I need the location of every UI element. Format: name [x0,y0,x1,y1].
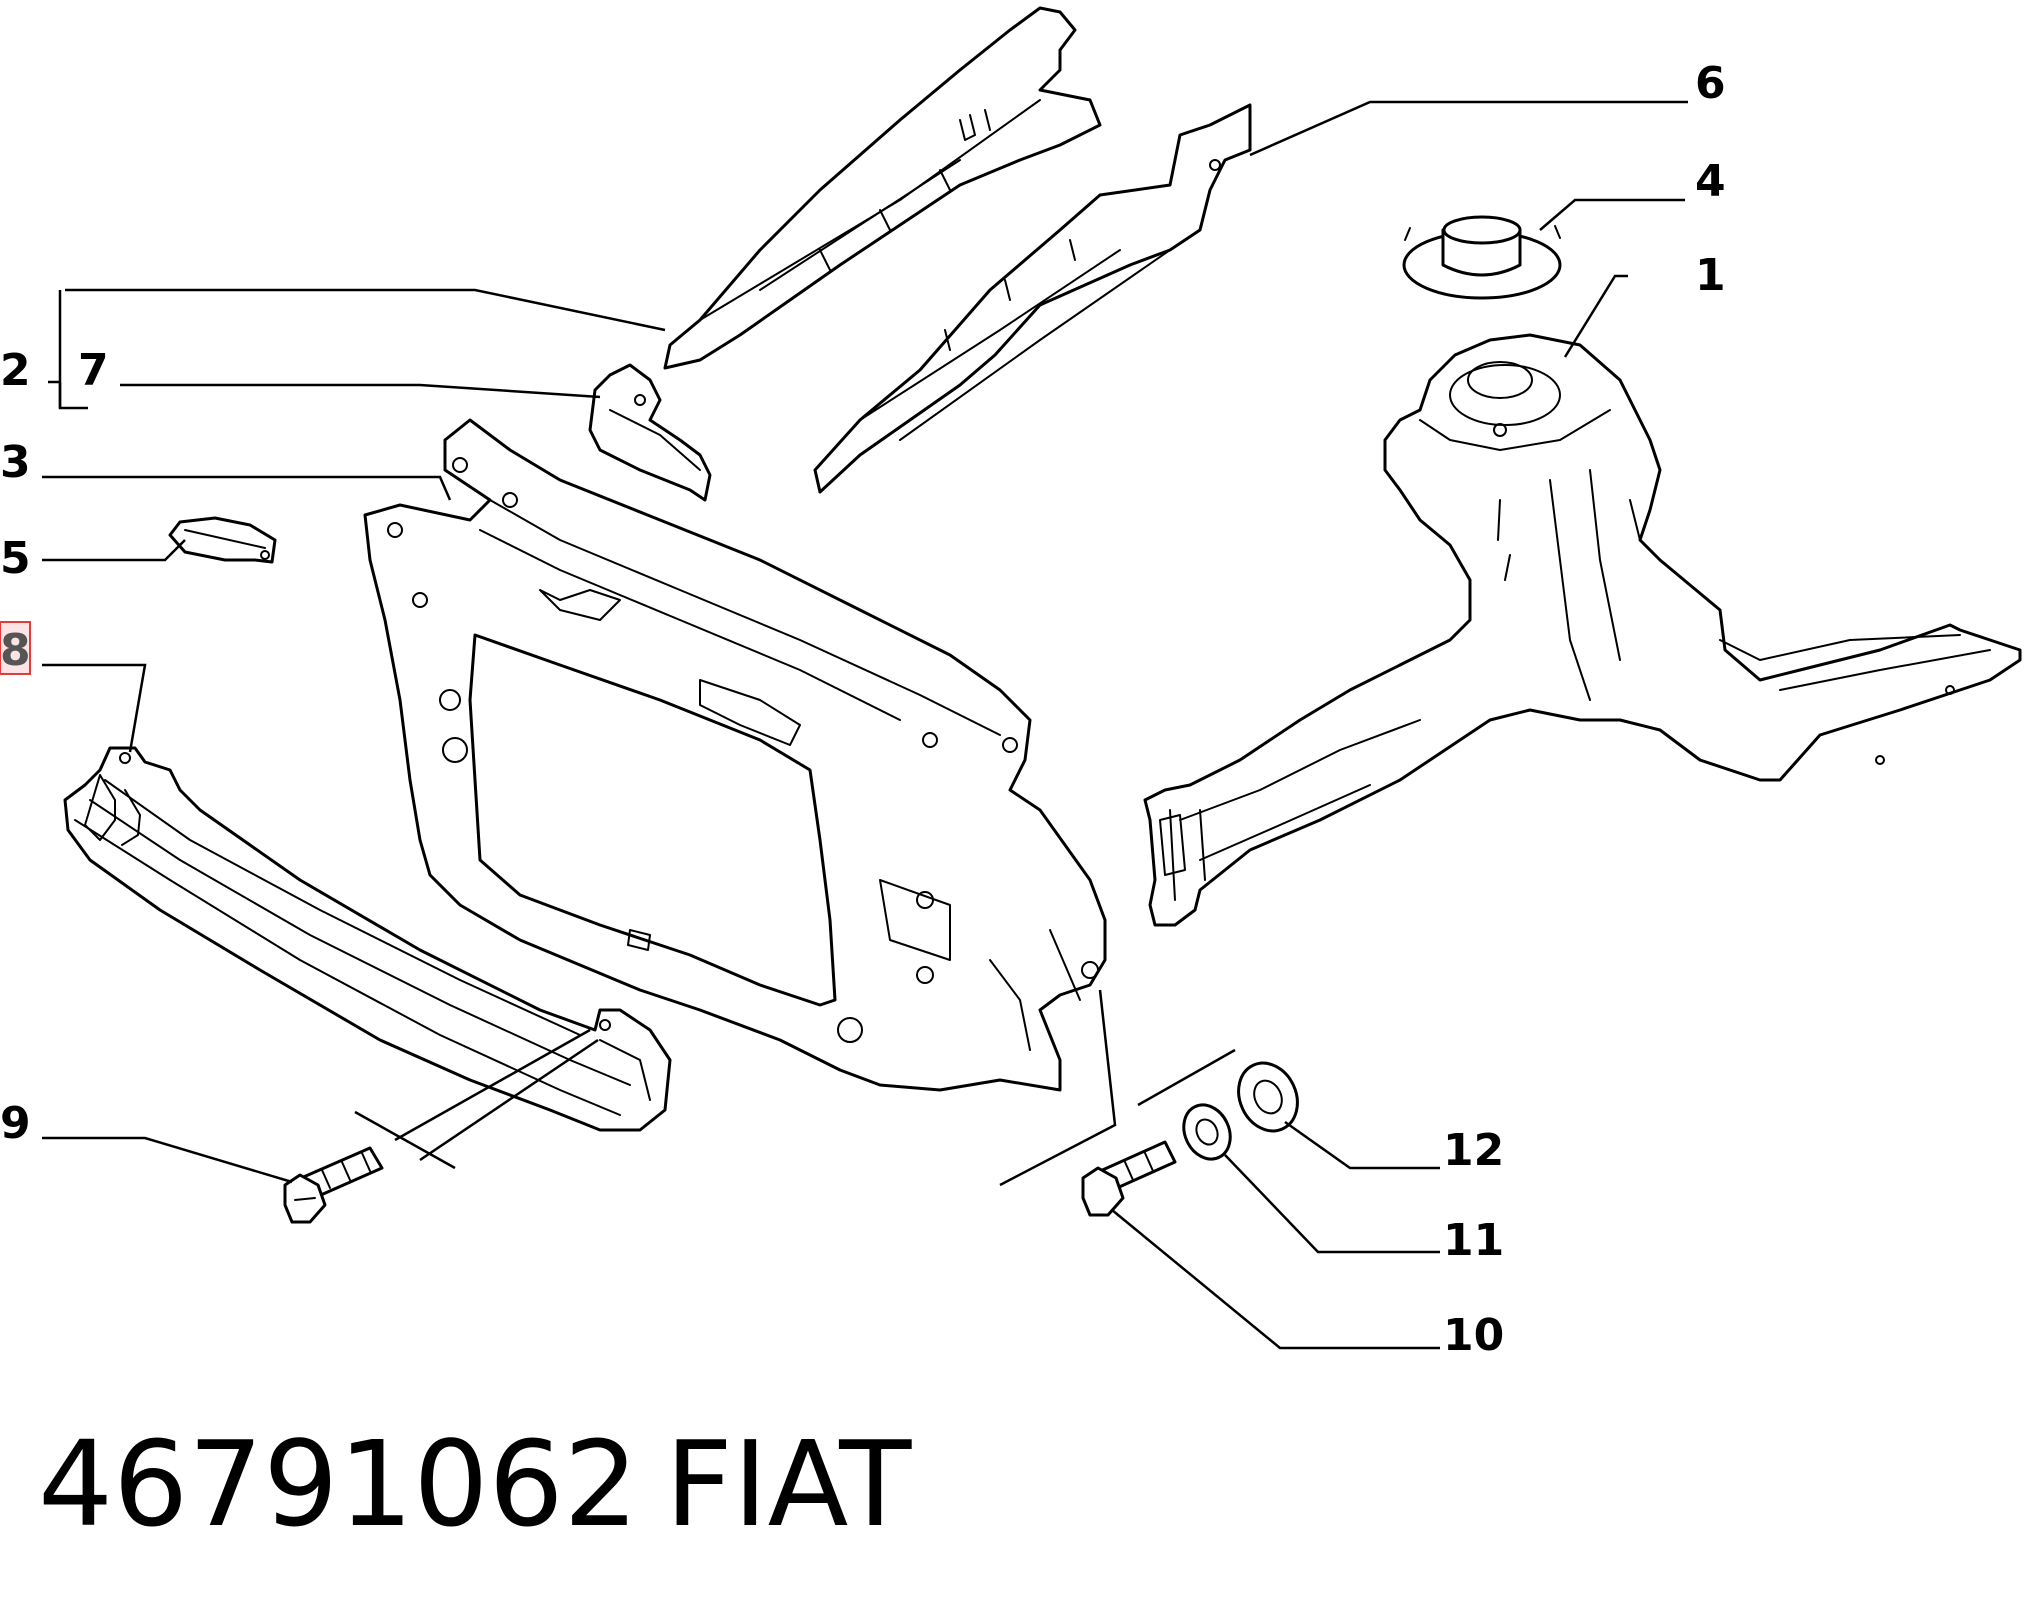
brand-name: FIAT [665,1415,912,1553]
callout-12: 12 [1443,1125,1504,1176]
part-1-wheelhouse-assembly [1143,333,2022,927]
part-12-washer [1237,1061,1299,1133]
part-11-washer [1182,1103,1232,1161]
caption: 46791062 FIAT [38,1415,912,1553]
callout-labels: 1 4 6 2 7 3 5 8 9 12 11 10 [0,58,1726,1361]
callout-4: 4 [1695,156,1726,207]
callout-11: 11 [1443,1215,1504,1266]
leader-lines [42,100,1688,1350]
part-7-bracket [588,363,712,502]
part-8-crossmember [63,746,672,1132]
callout-7: 7 [78,345,109,396]
part-9-bolt [283,1146,384,1224]
callout-6: 6 [1695,58,1726,109]
part-4-top-mount [1402,215,1562,300]
part-10-bolt [1081,1140,1177,1217]
part-3-front-panel [363,418,1107,1092]
callout-8-highlight [0,621,31,675]
part-2-upper-member [663,6,1102,370]
part-number: 46791062 [38,1415,639,1553]
part-5-clip [168,516,277,564]
callout-5: 5 [0,533,31,584]
part-6-side-member [813,103,1252,494]
callout-3: 3 [0,437,31,488]
callout-10: 10 [1443,1310,1504,1361]
callout-1: 1 [1695,250,1726,301]
callout-8: 8 [0,625,31,676]
callout-9: 9 [0,1098,31,1149]
callout-2: 2 [0,345,31,396]
